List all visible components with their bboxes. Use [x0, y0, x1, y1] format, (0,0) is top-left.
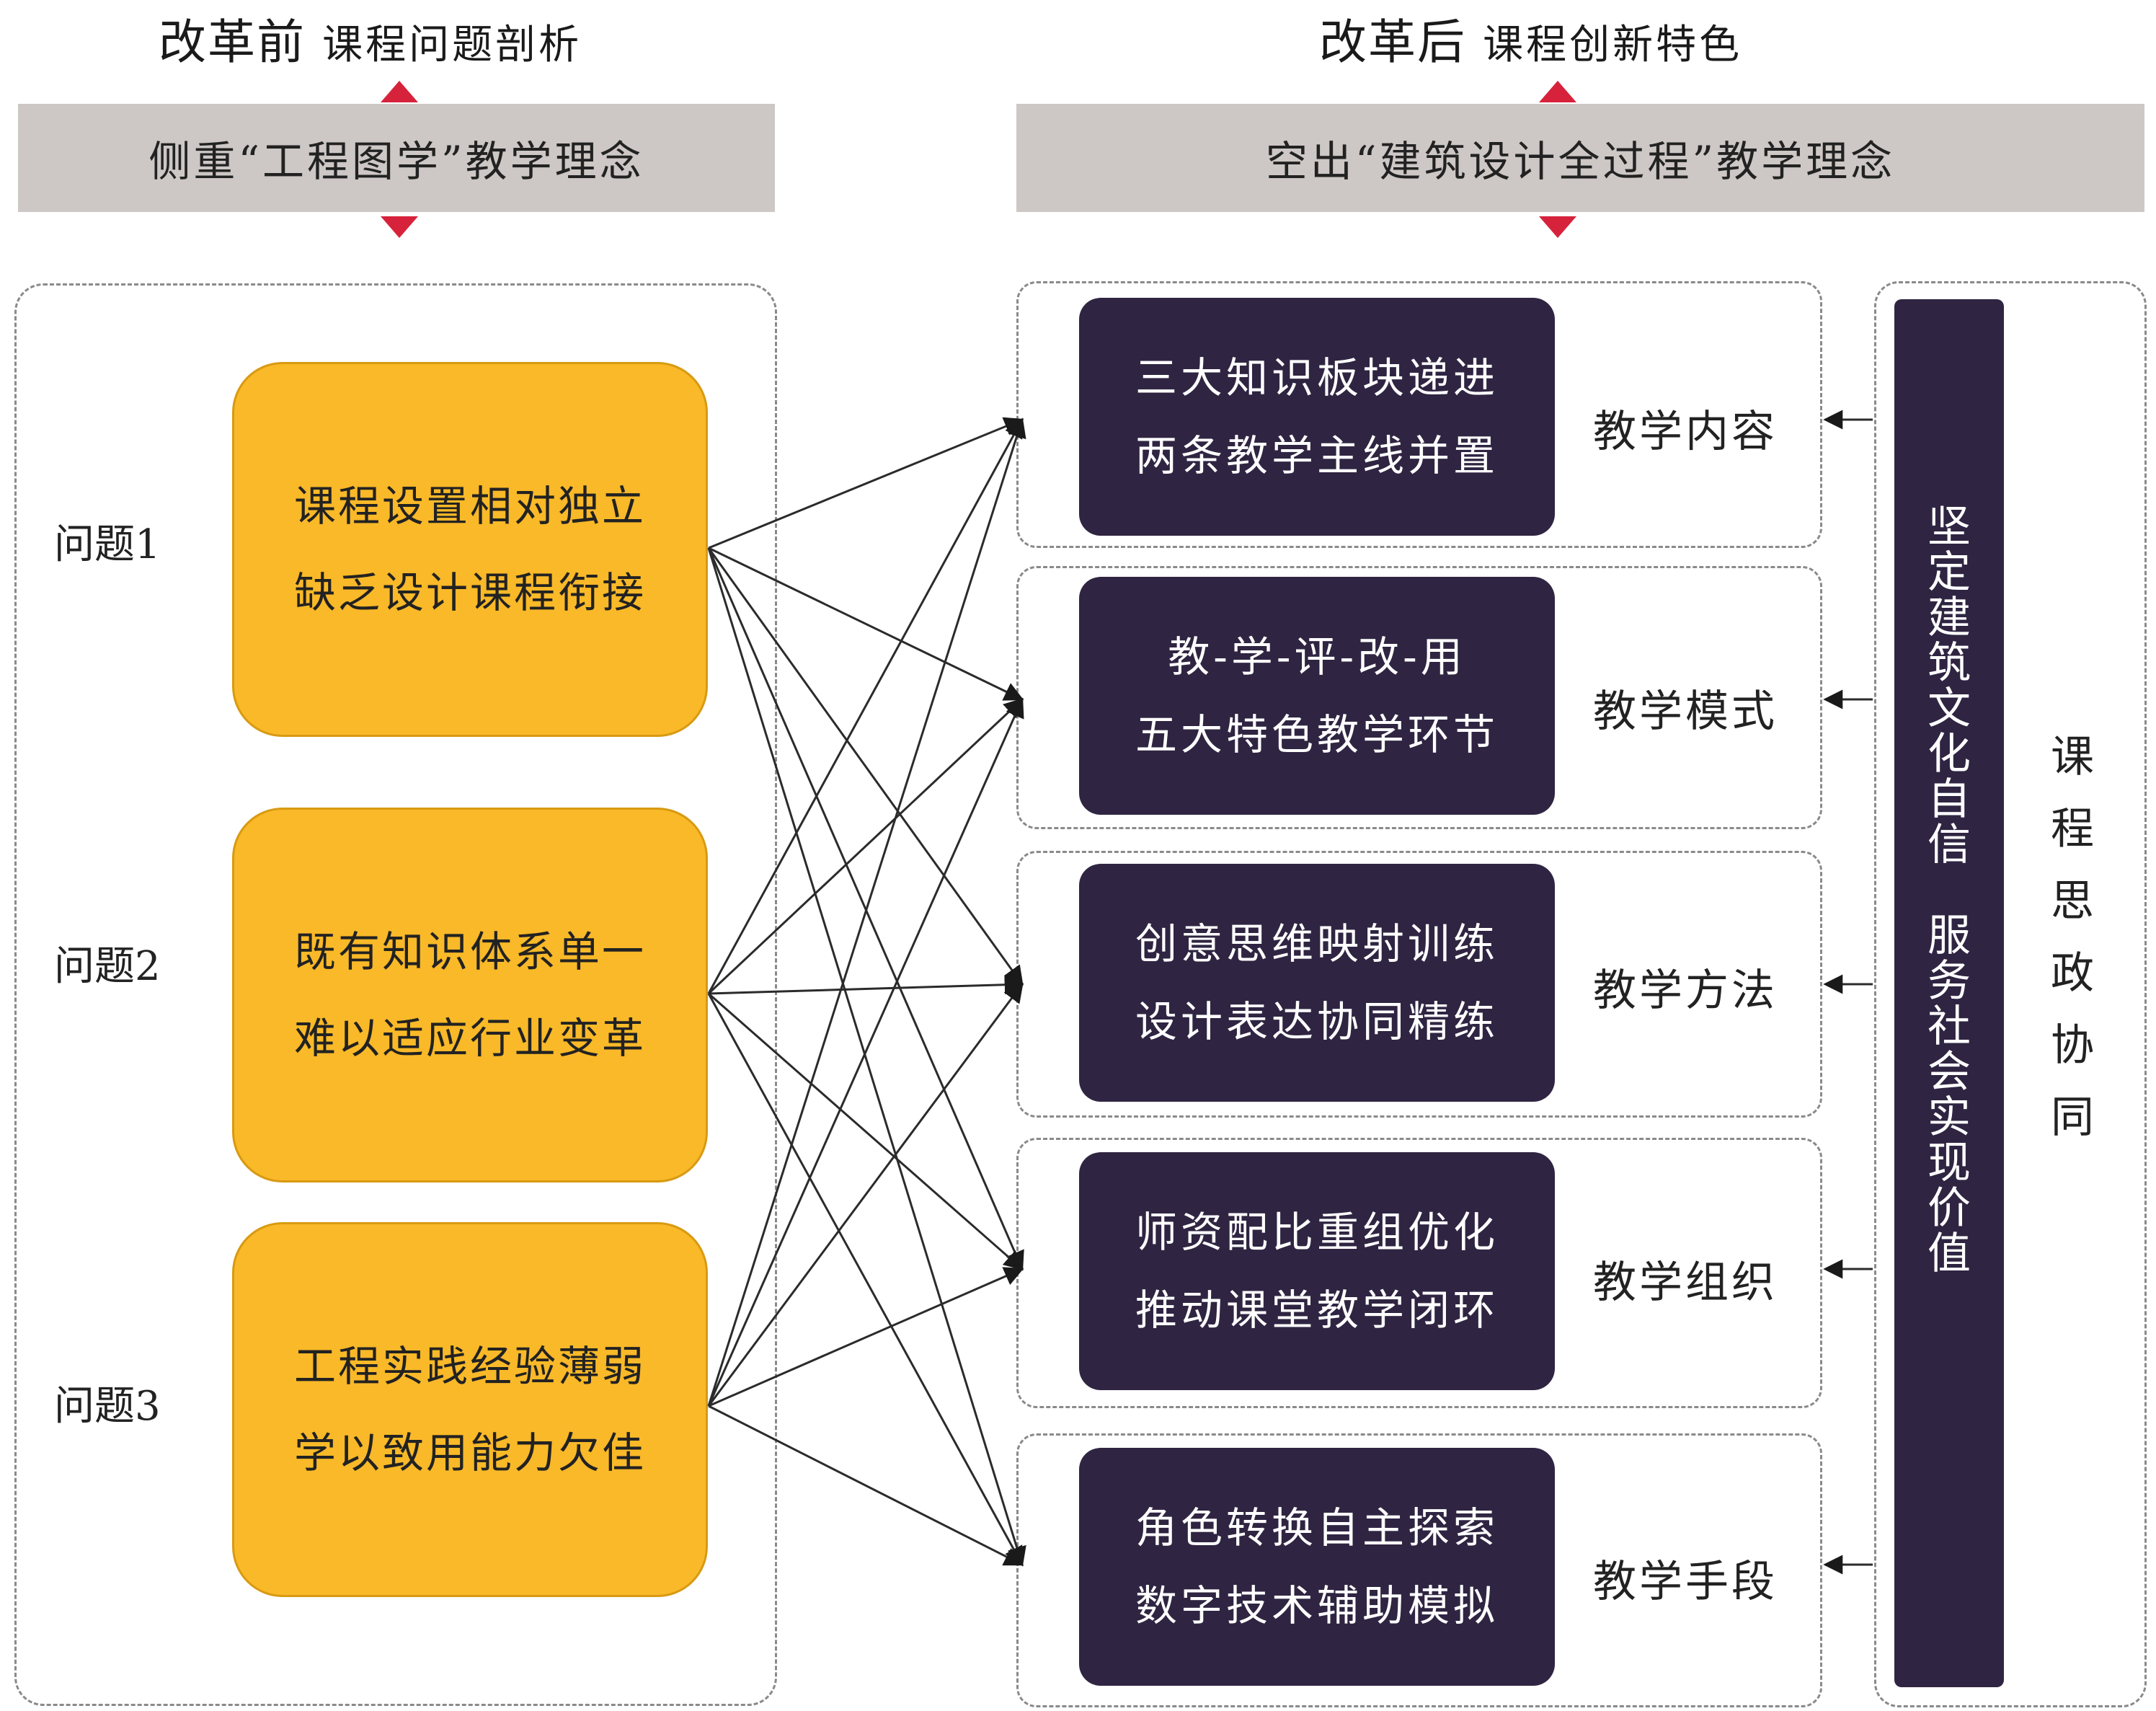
ideology-bar-char: 建 — [1927, 593, 1971, 643]
ideology-bar-char: 值 — [1927, 1229, 1971, 1279]
problem-label-2: 问题2 — [54, 943, 161, 990]
connector-arrow — [708, 1405, 1024, 1566]
ideology-bar-char: 自 — [1927, 774, 1971, 825]
ideology-label-char: 思 — [2051, 876, 2094, 927]
ideology-bar — [1894, 299, 2004, 1687]
ideology-label-char: 政 — [2051, 948, 2094, 999]
ideology-bar-char: 信 — [1927, 820, 1971, 870]
connector-arrow — [707, 547, 1024, 1271]
left-down-triangle-icon — [381, 216, 418, 238]
ideology-bar-char: 服 — [1927, 911, 1971, 961]
ideology-bar-char: 现 — [1927, 1138, 1971, 1188]
problem-3-line-2: 学以致用能力欠佳 — [293, 1428, 646, 1477]
ideology-bar-char: 价 — [1927, 1183, 1971, 1234]
feature-5-line-2: 数字技术辅助模拟 — [1135, 1581, 1499, 1630]
ideology-label-char: 同 — [2051, 1092, 2094, 1143]
feature-2-line-2: 五大特色教学环节 — [1135, 710, 1499, 759]
feature-row-5 — [1016, 1433, 1822, 1707]
connector-arrow — [707, 993, 1024, 1567]
right-header: 改革后 课程创新特色 — [1319, 4, 1742, 73]
ideology-bar-char: 筑 — [1927, 638, 1971, 689]
feature-box-4: 师资配比重组优化 推动课堂教学闭环 — [1079, 1152, 1555, 1390]
right-header-main: 改革后 — [1319, 14, 1466, 70]
right-banner: 空出“建筑设计全过程”教学理念 — [1016, 104, 2144, 212]
ideology-label-char: 课 — [2051, 732, 2094, 782]
right-header-sub: 课程创新特色 — [1483, 22, 1743, 68]
feature-row-1 — [1016, 281, 1822, 548]
ideology-label-text: 课程思政协同 — [2040, 721, 2105, 1154]
ideology-bar-char: 务 — [1927, 956, 1971, 1007]
ideology-bar-char: 坚 — [1927, 502, 1971, 552]
left-header: 改革前 课程问题剖析 — [159, 4, 582, 73]
ideology-bar-char: 定 — [1927, 547, 1971, 598]
category-label-5: 教学手段 — [1593, 1557, 1778, 1607]
problem-label-1: 问题1 — [54, 521, 161, 568]
feature-3-line-2: 设计表达协同精练 — [1135, 997, 1499, 1046]
connector-arrow — [707, 697, 1024, 1407]
right-down-triangle-icon — [1539, 216, 1576, 238]
feature-box-2: 教-学-评-改-用 五大特色教学环节 — [1079, 577, 1555, 815]
feature-box-3: 创意思维映射训练 设计表达协同精练 — [1079, 864, 1555, 1102]
connector-arrow — [708, 992, 1024, 1270]
connector-arrow — [707, 547, 1024, 986]
ideology-bar-char: 化 — [1927, 729, 1971, 779]
feature-2-line-1: 教-学-评-改-用 — [1168, 632, 1466, 681]
feature-4-line-2: 推动课堂教学闭环 — [1135, 1286, 1499, 1335]
connector-arrow — [707, 417, 1026, 1407]
left-header-sub: 课程问题剖析 — [322, 22, 582, 68]
problem-2-line-1: 既有知识体系单一 — [293, 927, 646, 976]
feature-4-line-1: 师资配比重组优化 — [1135, 1208, 1499, 1257]
ideology-bar-char: 会 — [1927, 1047, 1971, 1097]
connector-arrow — [707, 547, 1026, 1567]
ideology-container — [1874, 281, 2147, 1707]
category-label-1: 教学内容 — [1593, 407, 1778, 457]
problem-1-line-2: 缺乏设计课程衔接 — [293, 568, 646, 617]
category-label-4: 教学组织 — [1593, 1257, 1778, 1308]
feature-box-1: 三大知识板块递进 两条教学主线并置 — [1079, 298, 1555, 536]
connector-arrow — [707, 417, 1024, 994]
connector-arrow — [707, 982, 1024, 1407]
category-label-3: 教学方法 — [1593, 965, 1778, 1016]
connector-arrow — [708, 417, 1024, 549]
problem-3-line-1: 工程实践经验薄弱 — [293, 1342, 646, 1391]
connector-arrow — [707, 698, 1024, 995]
feature-5-line-1: 角色转换自主探索 — [1135, 1503, 1499, 1552]
feature-1-line-1: 三大知识板块递进 — [1135, 353, 1499, 402]
left-header-main: 改革前 — [159, 14, 306, 70]
ideology-bar-char: 社 — [1927, 1002, 1971, 1052]
problem-1-line-1: 课程设置相对独立 — [293, 482, 646, 531]
problem-2-line-2: 难以适应行业变革 — [293, 1014, 646, 1063]
category-label-2: 教学模式 — [1593, 686, 1778, 737]
ideology-bar-char: 实 — [1927, 1092, 1971, 1143]
problem-box-3: 工程实践经验薄弱 学以致用能力欠佳 — [232, 1222, 708, 1597]
connector-arrow — [708, 547, 1024, 701]
connector-arrow — [708, 975, 1024, 995]
feature-box-5: 角色转换自主探索 数字技术辅助模拟 — [1079, 1448, 1555, 1686]
problem-box-1: 课程设置相对独立 缺乏设计课程衔接 — [232, 362, 708, 737]
feature-3-line-1: 创意思维映射训练 — [1135, 919, 1499, 968]
problem-label-3: 问题3 — [54, 1383, 161, 1430]
problems-container — [14, 283, 777, 1706]
feature-1-line-2: 两条教学主线并置 — [1135, 431, 1499, 480]
problem-box-2: 既有知识体系单一 难以适应行业变革 — [232, 808, 708, 1182]
ideology-bar-char: 文 — [1927, 684, 1971, 734]
connector-arrow — [708, 1267, 1024, 1407]
left-up-triangle-icon — [381, 81, 418, 102]
left-banner: 侧重“工程图学”教学理念 — [18, 104, 775, 212]
ideology-label-char: 程 — [2051, 804, 2094, 854]
ideology-label-char: 协 — [2051, 1020, 2094, 1071]
right-up-triangle-icon — [1539, 81, 1576, 102]
ideology-bar-text: 坚定建筑文化自信 服务社会实现价值 — [1894, 505, 2004, 1277]
